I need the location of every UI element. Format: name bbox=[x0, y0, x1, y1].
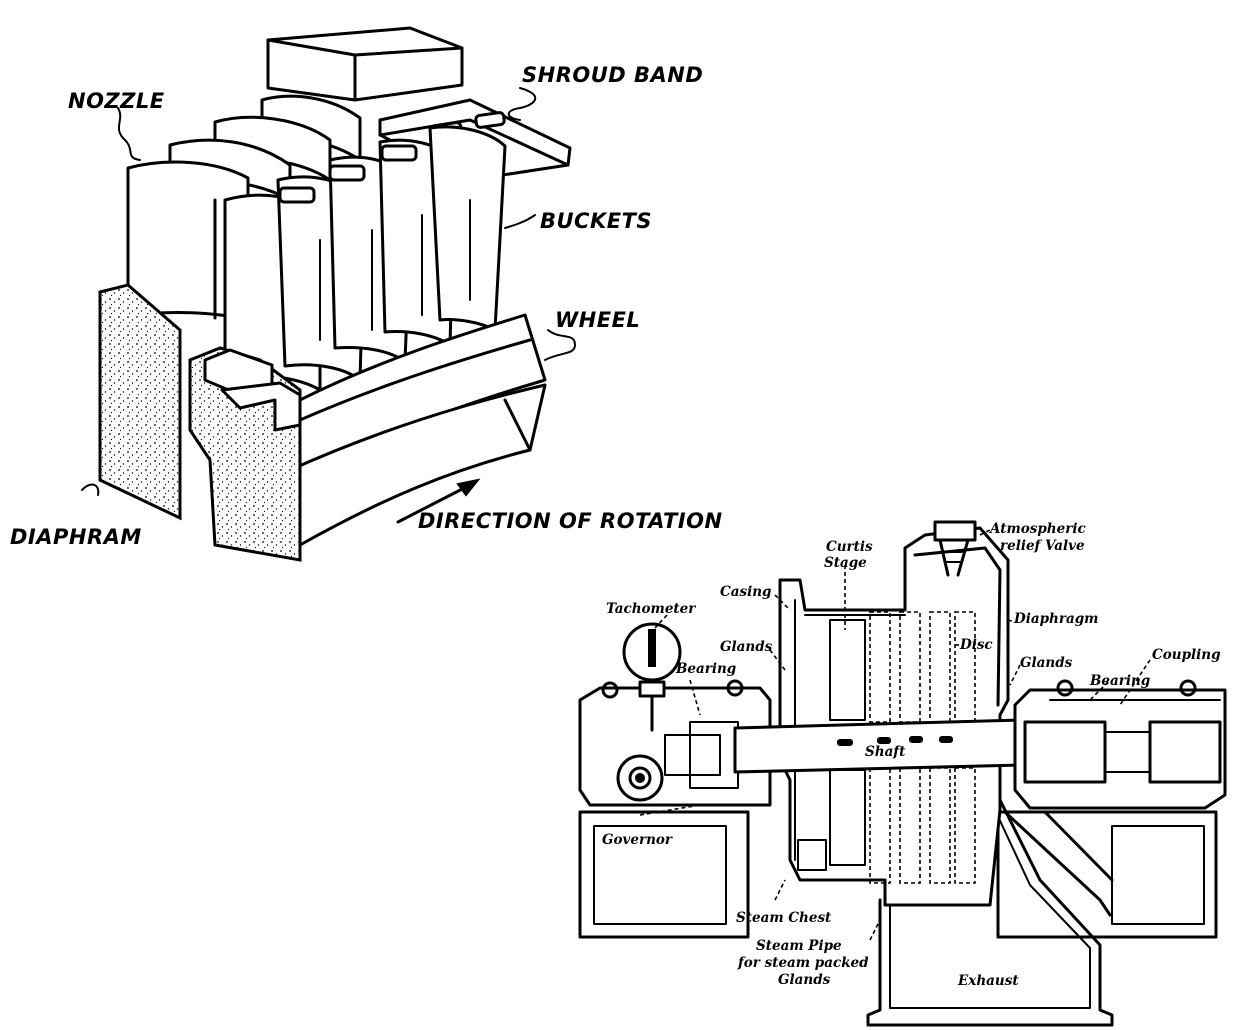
foundation bbox=[578, 810, 1218, 939]
steam-pipe-label-1: Steam Pipe bbox=[756, 938, 842, 954]
disc-label: Disc bbox=[959, 637, 993, 653]
diaphragm-block bbox=[98, 283, 302, 562]
bearing-right-label: Bearing bbox=[1089, 673, 1150, 689]
label-leaders bbox=[639, 529, 1151, 941]
buckets bbox=[223, 125, 507, 392]
diaphragm-label: Diaphragm bbox=[1013, 611, 1098, 627]
glands-left-label: Glands bbox=[720, 639, 773, 655]
leader-lines bbox=[81, 87, 576, 496]
tachometer bbox=[622, 622, 682, 732]
coupling-assembly bbox=[1013, 679, 1227, 810]
curtis-label: Curtis bbox=[826, 539, 873, 555]
relief-valve-label: relief Valve bbox=[1000, 538, 1085, 554]
glands-right-label: Glands bbox=[1020, 655, 1073, 671]
direction-arrow bbox=[396, 478, 481, 524]
steam-chest-label: Steam Chest bbox=[736, 910, 832, 926]
bearing-left-label: Bearing bbox=[675, 661, 736, 677]
buckets-label: BUCKETS bbox=[540, 209, 652, 233]
top-nozzle-block bbox=[266, 26, 464, 102]
coupling-label: Coupling bbox=[1152, 647, 1221, 663]
steam-pipe-label-3: Glands bbox=[778, 972, 831, 988]
shaft-label: Shaft bbox=[865, 744, 906, 760]
governor-housing bbox=[578, 679, 772, 807]
casing-label: Casing bbox=[720, 584, 771, 600]
stage-label: Stage bbox=[824, 555, 867, 571]
shroud-band-label: SHROUD BAND bbox=[522, 63, 703, 87]
exhaust-label: Exhaust bbox=[957, 973, 1019, 989]
turbine-section-figure: Atmospheric relief Valve Curtis Stage Ca… bbox=[578, 520, 1227, 1027]
governor-label: Governor bbox=[602, 832, 673, 848]
nozzle-bucket-figure: NOZZLE SHROUD BAND BUCKETS WHEEL DIAPHRA… bbox=[10, 26, 723, 562]
steam-pipe-label-2: for steam packed bbox=[737, 955, 869, 971]
direction-label: DIRECTION OF ROTATION bbox=[418, 509, 723, 533]
wheel-label: WHEEL bbox=[555, 308, 640, 332]
tachometer-label: Tachometer bbox=[606, 601, 696, 617]
nozzle-label: NOZZLE bbox=[68, 89, 165, 113]
casing bbox=[778, 526, 1010, 907]
exhaust bbox=[866, 798, 1114, 1027]
relief-valve bbox=[933, 520, 977, 577]
diaphram-label: DIAPHRAM bbox=[10, 525, 142, 549]
atmospheric-label: Atmospheric bbox=[988, 521, 1086, 537]
wheel bbox=[288, 313, 547, 547]
